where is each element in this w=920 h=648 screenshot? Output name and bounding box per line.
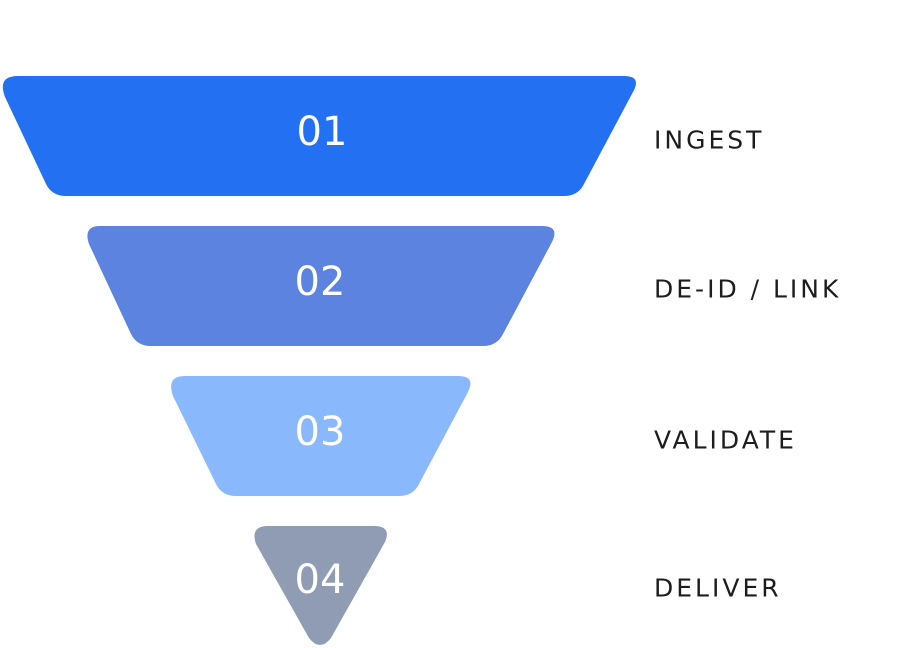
funnel-stage-2: 02 DE-ID / LINK bbox=[87, 226, 841, 346]
stage-4-label: DELIVER bbox=[654, 574, 782, 603]
stage-4-shape bbox=[254, 526, 387, 645]
stage-1-number: 01 bbox=[297, 109, 348, 155]
funnel-stage-1: 01 INGEST bbox=[2, 76, 764, 196]
funnel-stage-4: 04 DELIVER bbox=[254, 526, 782, 645]
stage-3-shape bbox=[171, 376, 471, 496]
funnel-stage-3: 03 VALIDATE bbox=[171, 376, 797, 496]
stage-2-label: DE-ID / LINK bbox=[654, 275, 841, 304]
stage-2-shape bbox=[87, 226, 555, 346]
stage-2-number: 02 bbox=[295, 259, 346, 305]
stage-4-number: 04 bbox=[295, 557, 346, 603]
stage-1-label: INGEST bbox=[654, 126, 764, 155]
stage-3-number: 03 bbox=[295, 409, 346, 455]
stage-1-shape bbox=[2, 76, 637, 196]
stage-3-label: VALIDATE bbox=[654, 426, 797, 455]
